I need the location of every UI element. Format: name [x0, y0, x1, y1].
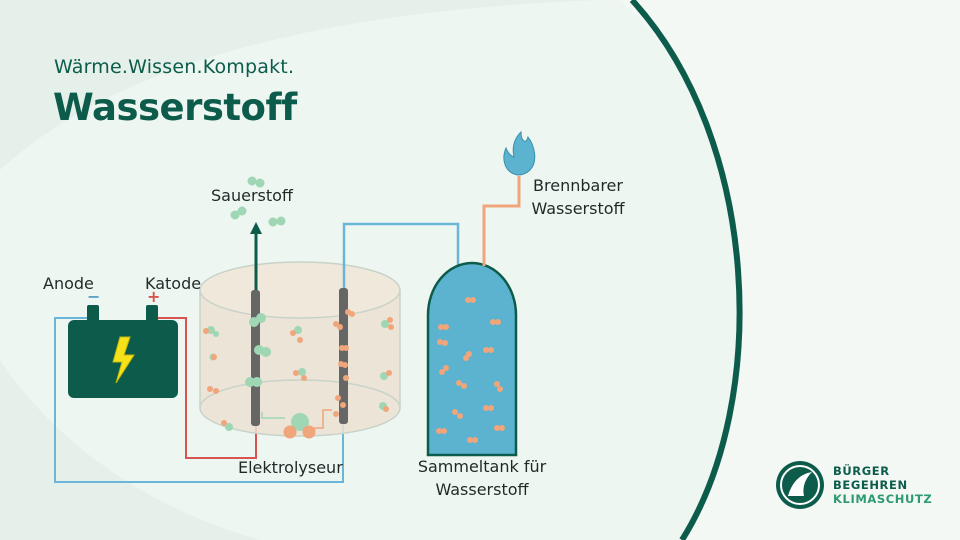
subtitle: Wärme.Wissen.Kompakt. — [54, 56, 295, 78]
cathode-label: Katode — [145, 274, 202, 293]
gas-outlet-pipe — [482, 176, 521, 266]
storage-tank-label: Sammeltank für Wasserstoff — [412, 455, 552, 501]
storage-tank-label-line1: Sammeltank für — [417, 457, 547, 476]
flammable-label-line2: Wasserstoff — [531, 199, 625, 218]
electrolyser-tank — [199, 261, 401, 437]
logo: BÜRGER BEGEHREN KLIMASCHUTZ — [775, 460, 935, 514]
oxygen-molecules-rising — [230, 176, 286, 227]
lightning-bolt-icon — [112, 336, 135, 384]
hydrogen-molecules-in-tank — [436, 297, 505, 443]
oxygen-label: Sauerstoff — [211, 186, 293, 205]
decorative-arc — [629, 0, 743, 540]
red-wire — [152, 317, 257, 459]
logo-line3: KLIMASCHUTZ — [833, 492, 933, 506]
battery-icon — [68, 305, 178, 398]
electrolyser-label: Elektrolyseur — [238, 458, 343, 477]
hydrogen-pipe — [342, 222, 460, 290]
anode-sign: − — [87, 287, 101, 306]
page-title: Wasserstoff — [53, 86, 297, 129]
flammable-hydrogen-label: Brennbarer Wasserstoff — [523, 174, 633, 220]
anode-label: Anode — [43, 274, 94, 293]
blue-wire — [54, 317, 344, 483]
logo-text: BÜRGER BEGEHREN KLIMASCHUTZ — [833, 464, 932, 506]
storage-tank — [426, 261, 518, 457]
cathode-sign: + — [147, 287, 161, 306]
logo-line2: BEGEHREN — [833, 478, 908, 492]
oxygen-arrow — [250, 222, 262, 290]
flame-icon — [503, 130, 536, 176]
logo-line1: BÜRGER — [833, 464, 890, 478]
background-right-panel — [620, 0, 960, 540]
cathode-electrode — [339, 288, 348, 424]
molecules-in-electrolyser — [203, 309, 394, 439]
background-swoosh-lower — [0, 360, 260, 540]
anode-electrode — [251, 290, 260, 426]
storage-tank-label-line2: Wasserstoff — [435, 480, 529, 499]
logo-emblem-icon — [776, 461, 824, 509]
flammable-label-line1: Brennbarer — [533, 176, 623, 195]
background-swoosh — [0, 0, 600, 170]
